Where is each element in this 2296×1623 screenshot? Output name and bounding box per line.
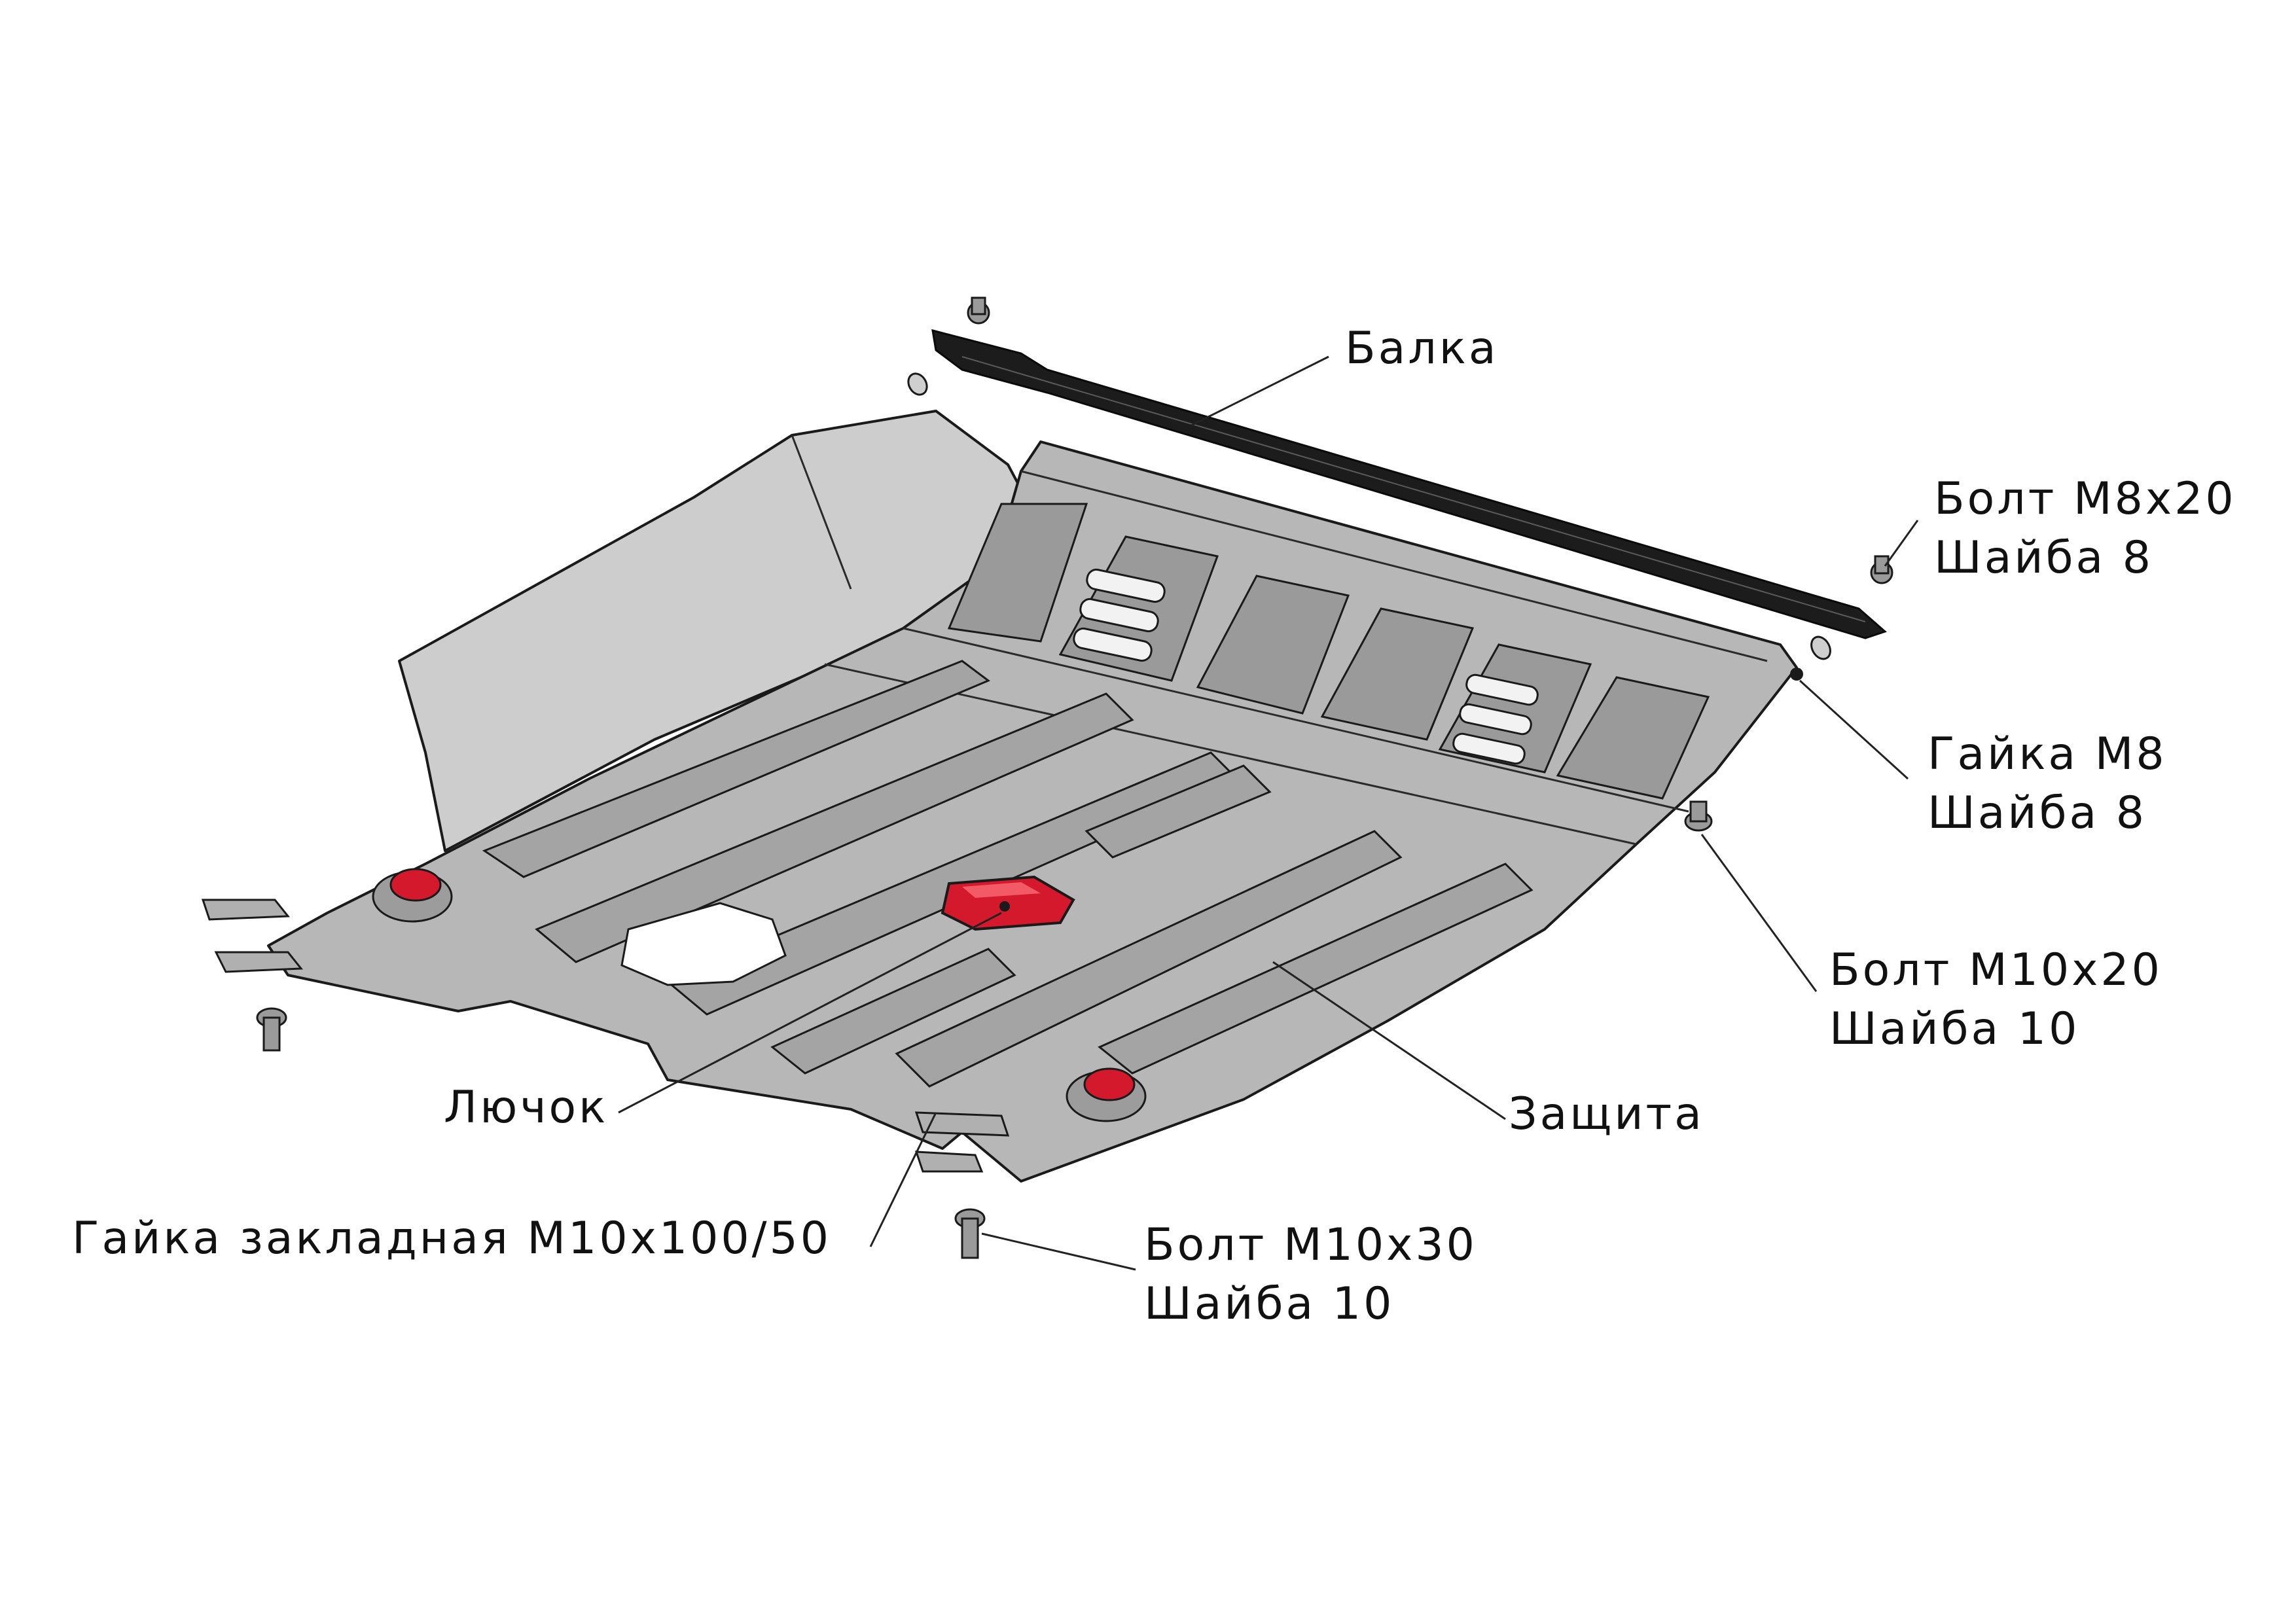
hatch (941, 875, 1075, 931)
nut-m8-right-icon (1790, 635, 1831, 681)
label-bolt-m10x30: Болт М10x30 (1144, 1219, 1477, 1271)
bolt-m10x20-right-icon (1684, 800, 1713, 832)
front-pockets (482, 660, 1534, 1088)
label-gaika-zakladnaya: Гайка закладная М10x100/50 (72, 1213, 831, 1264)
leader-gaika-m8 (1799, 679, 1909, 780)
rear-pockets (947, 503, 1710, 800)
label-lyuchok: Лючок (444, 1082, 608, 1133)
leader-lyuchok (618, 912, 1002, 1114)
leader-bolt-m10x20 (1700, 834, 1818, 992)
callout-labels: Балка Болт М8x20 Шайба 8 Гайка М8 Шайба … (72, 323, 2236, 1330)
label-gaika-m8: Гайка М8 (1928, 728, 2167, 780)
label-shaiba-10-a: Шайба 10 (1829, 1003, 2079, 1055)
label-balka: Балка (1345, 323, 1499, 374)
leader-lines (618, 355, 1919, 1271)
red-mount-left (372, 868, 453, 923)
nut-m8-top-left-icon (907, 372, 928, 396)
bolt-m10x20-left-icon (256, 1007, 287, 1052)
red-mount-front (1066, 1067, 1147, 1122)
leader-bolt-m10x30 (981, 1232, 1136, 1271)
beam (931, 329, 1887, 639)
label-shaiba-8-b: Шайба 8 (1928, 787, 2147, 839)
bolt-m8x20-top-left-icon (967, 296, 990, 325)
label-bolt-m10x20: Болт М10x20 (1829, 944, 2162, 996)
side-flap (398, 410, 1062, 852)
label-shaiba-8-a: Шайба 8 (1934, 532, 2153, 584)
label-zashchita: Защита (1509, 1088, 1704, 1140)
leader-gaika-zakladnaya (869, 1112, 937, 1247)
plate-cutout (620, 902, 787, 986)
label-shaiba-10-b: Шайба 10 (1144, 1278, 1394, 1330)
mount-tabs (201, 899, 1010, 1173)
bolt-m10x30-icon (954, 1208, 986, 1259)
label-bolt-m8x20: Болт М8x20 (1934, 473, 2236, 525)
vent-slots (1073, 568, 1539, 765)
leader-zashchita (1272, 961, 1506, 1120)
leader-balka (1191, 355, 1329, 427)
bolt-m8x20-right-icon (1870, 555, 1893, 584)
leader-bolt-m8x20 (1884, 520, 1919, 567)
